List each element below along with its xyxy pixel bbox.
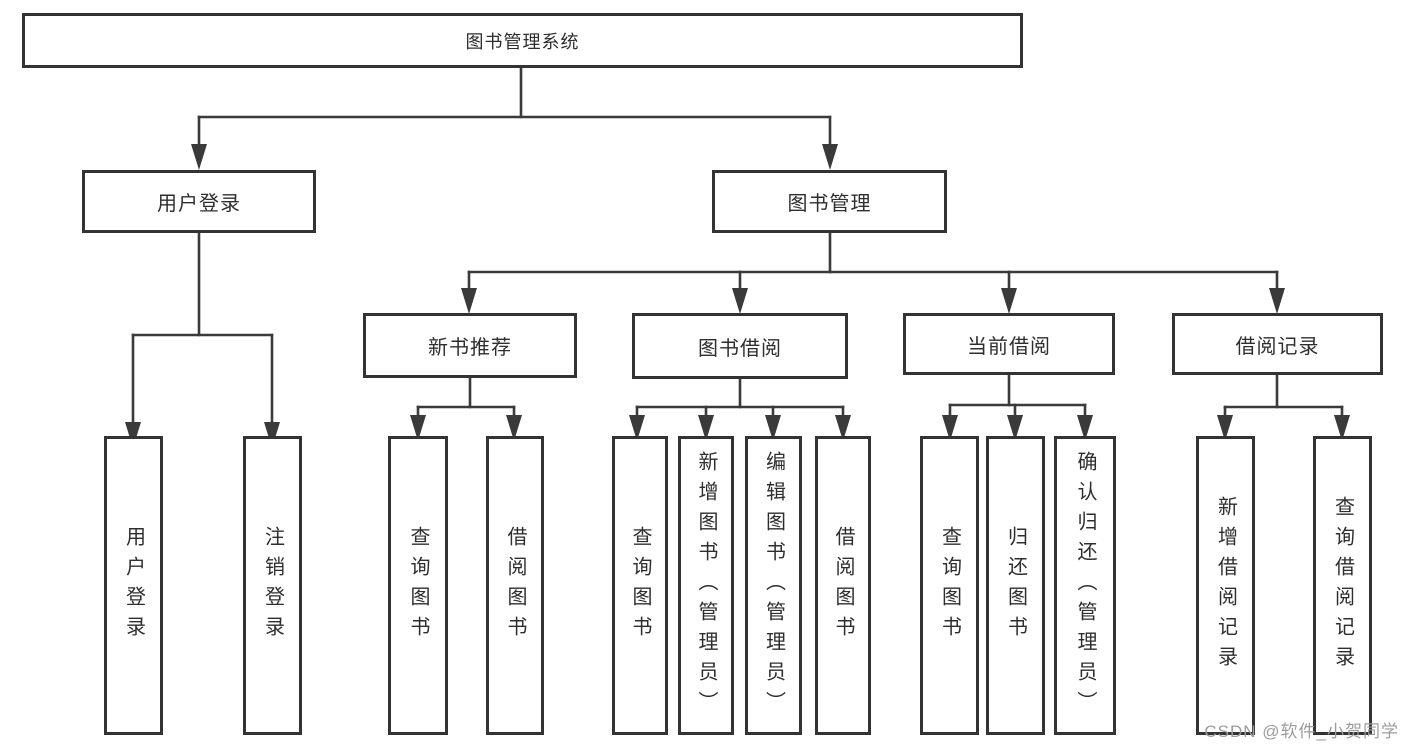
node-label: 注销登录 bbox=[261, 525, 284, 646]
node-branch-book-borrow: 图书借阅 bbox=[632, 313, 848, 379]
node-leaf-current-confirm-return-admin: 确认归还（管理员） bbox=[1054, 436, 1116, 735]
node-leaf-borrow-add-book-admin: 新增图书（管理员） bbox=[678, 436, 734, 735]
node-leaf-current-query-book: 查询图书 bbox=[920, 436, 979, 735]
arrowhead-icon bbox=[191, 144, 207, 170]
node-leaf-current-return-book: 归还图书 bbox=[986, 436, 1045, 735]
arrowhead-icon bbox=[461, 288, 477, 314]
node-branch-new-book-recommend: 新书推荐 bbox=[363, 313, 577, 378]
node-label: 归还图书 bbox=[1004, 525, 1027, 646]
node-branch-borrow-records: 借阅记录 bbox=[1172, 313, 1383, 375]
node-leaf-borrow-query-book: 查询图书 bbox=[612, 436, 668, 735]
arrowhead-icon bbox=[1001, 288, 1017, 314]
node-leaf-user-login: 用户登录 bbox=[104, 436, 163, 735]
node-label: 借阅图书 bbox=[832, 525, 854, 646]
node-label: 查询图书 bbox=[407, 525, 429, 646]
node-label: 图书借阅 bbox=[698, 337, 782, 360]
node-label: 新增图书（管理员） bbox=[695, 450, 717, 721]
node-label: 借阅记录 bbox=[1235, 335, 1320, 358]
node-leaf-records-add-record: 新增借阅记录 bbox=[1196, 436, 1255, 735]
node-label: 查询借阅记录 bbox=[1331, 495, 1354, 676]
node-label: 确认归还（管理员） bbox=[1074, 450, 1096, 721]
node-branch-book-management: 图书管理 bbox=[712, 170, 947, 233]
node-label: 用户登录 bbox=[122, 525, 145, 646]
node-label: 查询图书 bbox=[629, 525, 651, 646]
arrowhead-icon bbox=[822, 144, 838, 170]
node-leaf-recommend-borrow-book: 借阅图书 bbox=[486, 436, 544, 735]
node-leaf-logout: 注销登录 bbox=[243, 436, 302, 735]
node-branch-user-login: 用户登录 bbox=[82, 170, 316, 233]
arrowhead-icon bbox=[1269, 288, 1285, 314]
node-label: 图书管理 bbox=[787, 193, 872, 215]
node-leaf-records-query-record: 查询借阅记录 bbox=[1313, 436, 1372, 735]
arrowhead-icon bbox=[732, 288, 748, 314]
node-label: 用户登录 bbox=[157, 193, 241, 215]
node-label: 图书管理系统 bbox=[465, 31, 580, 52]
node-leaf-borrow-borrow-book: 借阅图书 bbox=[815, 436, 871, 735]
node-label: 当前借阅 bbox=[967, 335, 1051, 358]
node-label: 新增借阅记录 bbox=[1214, 495, 1237, 676]
node-leaf-borrow-edit-book-admin: 编辑图书（管理员） bbox=[745, 436, 802, 735]
node-branch-current-borrow: 当前借阅 bbox=[903, 313, 1115, 375]
node-label: 编辑图书（管理员） bbox=[762, 450, 785, 721]
node-label: 查询图书 bbox=[938, 525, 961, 646]
node-label: 新书推荐 bbox=[428, 337, 512, 359]
watermark-text: CSDN @软件_小贺同学 bbox=[1204, 722, 1399, 741]
node-leaf-recommend-query-book: 查询图书 bbox=[388, 436, 448, 735]
node-label: 借阅图书 bbox=[504, 525, 526, 646]
node-root-system: 图书管理系统 bbox=[22, 13, 1023, 68]
